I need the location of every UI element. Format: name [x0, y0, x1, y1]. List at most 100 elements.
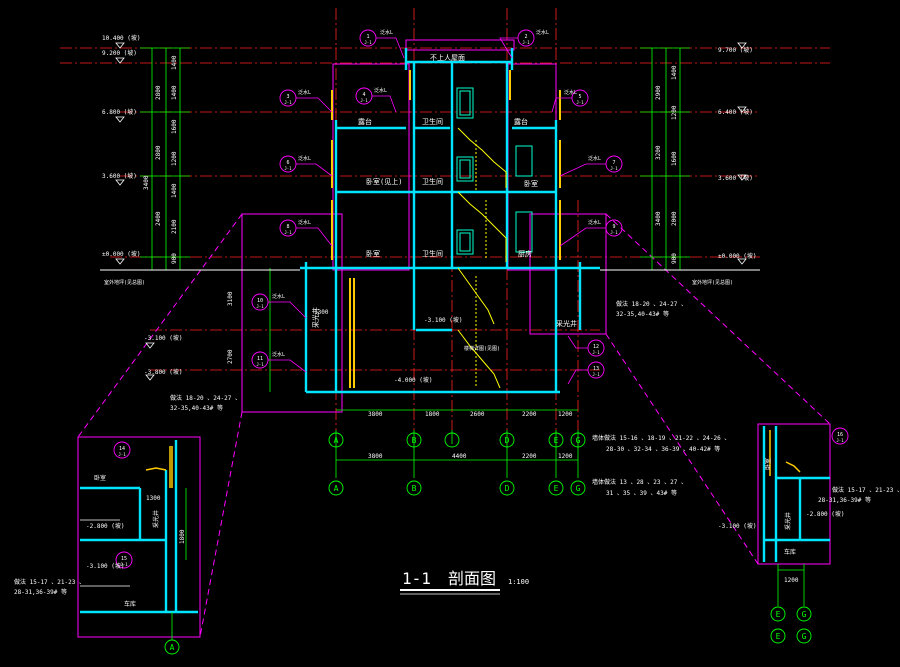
callout-sheet: J-1	[120, 562, 128, 567]
height-dims: 2800 2800 2400 3400 1400 1400 1600 1200 …	[143, 55, 678, 364]
callout-num: 1	[366, 34, 369, 40]
note-text: 墙体做法 15-16 、18-19 、21-22 、24-26 、	[592, 434, 730, 442]
levels-left: 10.400 (坡) 9.200 (坡) 6.800 (坡) 3.600 (坡)…	[102, 34, 183, 376]
dim-text: 1200	[171, 151, 178, 166]
dim-text: 2600	[470, 411, 485, 418]
axis-label: B	[412, 484, 417, 493]
room-labels: 不上人屋面 露台 卫生间 露台 卧室(见上) 卫生间 卧室 卧室 卫生间 厨房 …	[311, 53, 577, 328]
callout-tag: 泛水L	[536, 29, 549, 36]
level-text: 9.200 (坡)	[102, 49, 137, 57]
dim-text: 1800	[425, 411, 440, 418]
callout-num: 12	[593, 344, 599, 350]
room-label: 露台	[358, 117, 372, 126]
axis-label: A	[334, 436, 339, 445]
dim-text: 2700	[227, 349, 234, 364]
callout-tag: 泛水L	[298, 219, 311, 226]
room-label: 车库	[124, 600, 136, 608]
level-text: -3.100 (坡)	[86, 562, 125, 570]
note-text: 做法 18-20 、24-27 、	[170, 394, 241, 402]
dim-text: 3800	[368, 411, 383, 418]
dim-text: 1400	[171, 55, 178, 70]
detail-left-text: 卧室 采光井 1300 1800 -2.800 (坡) -3.100 (坡) 车…	[14, 474, 186, 608]
callout-num: 4	[362, 92, 365, 98]
callout-num: 9	[612, 224, 615, 230]
callout-tags: 泛水L 泛水L 泛水L 泛水L 泛水L 泛水L 泛水L 泛水L 泛水L 泛水L …	[272, 29, 601, 358]
note-text: 32-35,40-43# 等	[616, 310, 669, 318]
dim-text: 1200	[671, 105, 678, 120]
axis-label: G	[576, 484, 581, 493]
callout-num: 15	[121, 556, 127, 562]
callout-num: 11	[257, 356, 263, 362]
axis-label: A	[334, 484, 339, 493]
dim-text: 1400	[171, 183, 178, 198]
room-label: 卧室(见上)	[366, 177, 402, 186]
dim-text: 3100	[227, 291, 234, 306]
axis-label: E	[554, 484, 559, 493]
note-text: 28-30 、32-34 、36-39 、40-42# 等	[606, 445, 720, 453]
callout-sheet: J-1	[522, 40, 530, 45]
level-text: ±0.000 (坡)	[718, 252, 757, 260]
basement-level: -3.100 (坡)	[424, 316, 463, 324]
dim-text: 2800	[155, 85, 162, 100]
room-label: 厨房	[518, 249, 532, 258]
dim-text: 3400	[655, 211, 662, 226]
room-label: 1300	[314, 309, 329, 316]
level-text: ±0.000 (坡)	[102, 250, 141, 258]
axis-label: G	[576, 436, 581, 445]
title-label: 剖面图	[448, 569, 496, 588]
dim-text: 4400	[452, 453, 467, 460]
note-text: 墙体做法 13 、28 、23 、27 、	[592, 478, 687, 486]
axis-bubbles	[164, 432, 812, 655]
callout-sheet: J-1	[256, 304, 264, 309]
callout-sheet: J-1	[610, 230, 618, 235]
level-text: 6.800 (坡)	[102, 108, 137, 116]
windows	[456, 87, 533, 255]
room-label: 采光井	[556, 319, 577, 328]
dim-text: 2000	[671, 211, 678, 226]
callout-num: 7	[612, 160, 615, 166]
axis-dims: 3800 1800 2600 2200 1200 3800 4400 2200 …	[368, 411, 573, 460]
callout-sheet: J-1	[118, 452, 126, 457]
callout-num: 16	[837, 432, 843, 438]
callout-sheet: J-1	[256, 362, 264, 367]
callout-num: 6	[286, 160, 289, 166]
callout-tag: 泛水L	[374, 87, 387, 94]
ground-labels: 室外地坪(见总图) 室外地坪(见总图)	[104, 279, 733, 286]
callout-tag: 泛水L	[272, 351, 285, 358]
note-text: 31 、35 、39 、43# 等	[606, 489, 677, 497]
dim-text: 3400	[143, 175, 150, 190]
notes: 做法 18-20 、24-27 、 32-35,40-43# 等 做法 18-2…	[170, 300, 730, 497]
axis-label: E	[776, 632, 781, 641]
callout-tag: 泛水L	[298, 89, 311, 96]
level-text: -2.800 (坡)	[86, 522, 125, 530]
axis-label: B	[412, 436, 417, 445]
callout-num: 2	[524, 34, 527, 40]
note-text: 做法 15-17 、21-23 、	[832, 486, 900, 494]
callout-sheet: J-1	[284, 100, 292, 105]
callout-num: 10	[257, 298, 263, 304]
callout-sheet: J-1	[284, 166, 292, 171]
callout-sheet: J-1	[836, 438, 844, 443]
note-text: 32-35,40-43# 等	[170, 404, 223, 412]
building-section	[300, 48, 600, 394]
dim-text: 1800	[179, 529, 186, 544]
axis-label: D	[505, 484, 510, 493]
dim-text: 3200	[655, 145, 662, 160]
axis-label: D	[505, 436, 510, 445]
levels-right: 9.700 (坡) 6.400 (坡) 3.600 (坡) ±0.000 (坡)	[718, 46, 757, 260]
callout-tag: 泛水L	[298, 155, 311, 162]
stairs	[457, 127, 507, 389]
callout-num: 3	[286, 94, 289, 100]
level-text: 10.400 (坡)	[102, 34, 141, 42]
callout-num: 14	[119, 446, 125, 452]
dim-text: 2800	[155, 145, 162, 160]
dim-text: 1400	[171, 85, 178, 100]
note-text: 28-31,36-39# 等	[14, 588, 67, 596]
misc-labels: -3.100 (坡) -4.000 (坡) 楼梯详图(见图)	[394, 316, 500, 384]
dim-text: 2200	[522, 411, 537, 418]
callout-sheets: J-1 J-1 J-1 J-1 J-1 J-1 J-1 J-1 J-1 J-1 …	[118, 40, 844, 567]
callout-tag: 泛水L	[588, 155, 601, 162]
level-text: 9.700 (坡)	[718, 46, 753, 54]
room-label: 卧室	[524, 179, 538, 188]
